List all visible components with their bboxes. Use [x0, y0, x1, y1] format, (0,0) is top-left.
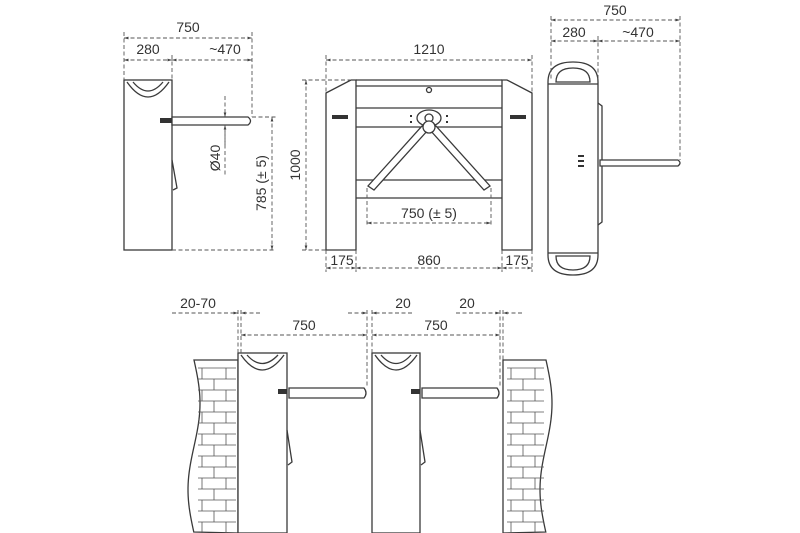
passage-2-width: 750 — [424, 317, 448, 333]
wall-gap: 20-70 — [180, 295, 216, 311]
brick-wall-left — [187, 359, 239, 533]
arm-diameter: Ø40 — [207, 145, 223, 172]
brick-wall-right — [502, 359, 553, 533]
turnstile-body — [123, 79, 173, 251]
gap-3: 20 — [459, 295, 475, 311]
passage-width: 860 — [417, 252, 441, 268]
side-total-width: 750 — [176, 19, 200, 35]
top-total-width: 750 — [603, 2, 627, 18]
side-view: 750 280 ~470 Ø40 785 (± 5) — [123, 19, 276, 251]
top-view-arm — [599, 159, 681, 167]
arm-height: 785 (± 5) — [253, 155, 269, 211]
side-arm-length: ~470 — [209, 41, 241, 57]
left-leg-width: 175 — [330, 252, 354, 268]
right-leg-width: 175 — [505, 252, 529, 268]
front-view: 1210 1000 750 (± 5) 175 860 175 — [287, 41, 533, 272]
right-leg — [501, 79, 533, 251]
turnstile-post-1 — [237, 352, 367, 533]
barrier-arm — [171, 116, 252, 126]
passage-1-width: 750 — [292, 317, 316, 333]
front-total-width: 1210 — [413, 41, 444, 57]
top-view: 750 280 ~470 — [547, 2, 681, 276]
installation-view: 20-70 750 20 750 20 — [172, 295, 553, 533]
left-leg — [325, 79, 357, 251]
gap-2: 20 — [395, 295, 411, 311]
front-height: 1000 — [287, 149, 303, 180]
top-cap — [126, 81, 170, 98]
wall-outline — [502, 359, 553, 533]
top-view-body — [547, 61, 599, 276]
arm-hub — [160, 118, 172, 123]
top-arm-length: ~470 — [622, 24, 654, 40]
top-body-width: 280 — [562, 24, 586, 40]
side-body-width: 280 — [136, 41, 160, 57]
turnstile-post-2 — [371, 352, 500, 533]
wall-outline — [187, 359, 239, 533]
arm-span: 750 (± 5) — [401, 205, 457, 221]
